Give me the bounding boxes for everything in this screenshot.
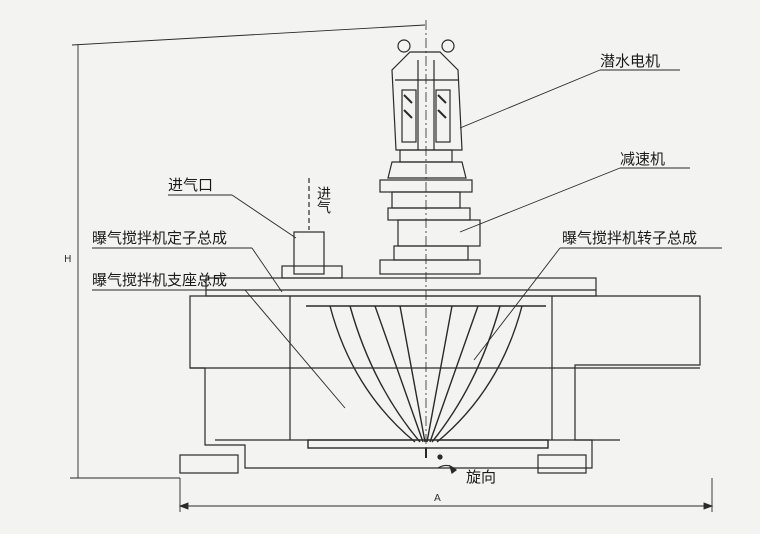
support-base bbox=[179, 295, 701, 474]
label-dim-a: A bbox=[434, 493, 441, 504]
label-dim-h: H bbox=[64, 254, 72, 265]
stator-plate bbox=[205, 277, 597, 297]
dimension-lines bbox=[70, 24, 714, 512]
submersible-motor bbox=[379, 39, 473, 193]
air-inlet-pipe bbox=[281, 178, 343, 279]
label-rotation: 旋向 bbox=[466, 468, 497, 486]
leader-lines bbox=[92, 69, 722, 409]
label-air-inlet: 进气口 bbox=[168, 176, 214, 194]
label-base: 曝气搅拌机支座总成 bbox=[92, 271, 228, 289]
label-motor: 潜水电机 bbox=[600, 52, 661, 70]
label-stator: 曝气搅拌机定子总成 bbox=[92, 229, 228, 247]
label-air-in-vertical: 进气 bbox=[315, 186, 331, 214]
reducer bbox=[379, 191, 481, 275]
label-reducer: 减速机 bbox=[620, 150, 666, 168]
rotation-arrow-icon bbox=[437, 454, 458, 475]
rotor-blades bbox=[306, 305, 549, 458]
label-rotor: 曝气搅拌机转子总成 bbox=[562, 229, 698, 247]
